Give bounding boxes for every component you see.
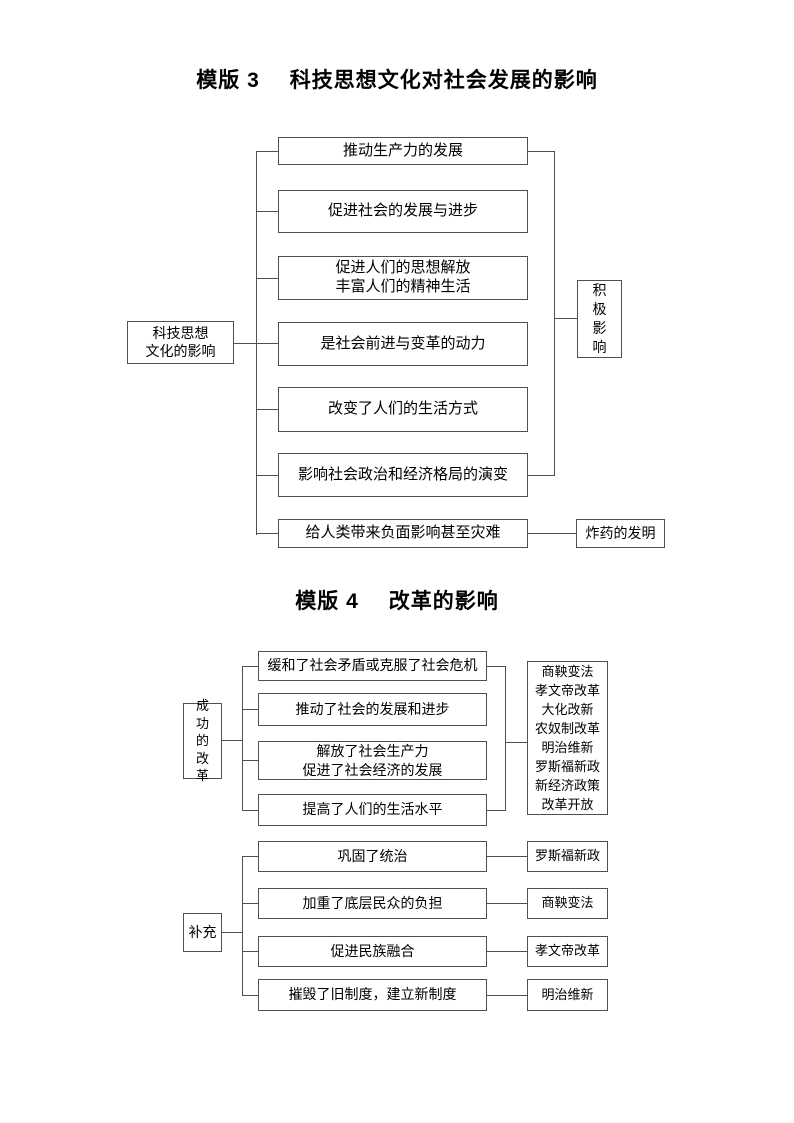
- d1-branch-box-4: 是社会前进与变革的动力: [278, 322, 528, 366]
- d2-supplement-root-box: 补充: [183, 913, 222, 952]
- d2-supplement-effect-box-4: 摧毁了旧制度，建立新制度: [258, 979, 487, 1011]
- connector-line: [242, 856, 243, 996]
- connector-line: [487, 903, 527, 904]
- list-line: 商鞅变法: [541, 664, 594, 679]
- list-line: 大化改新: [541, 702, 594, 717]
- connector-line: [528, 533, 576, 534]
- template3-title-prefix: 模版 3: [196, 69, 260, 92]
- d1-negative-example-box: 炸药的发明: [576, 519, 665, 548]
- connector-line: [487, 810, 506, 811]
- d1-positive-effect-label: 积极影响: [592, 282, 607, 355]
- template4-title: 模版 4 改革的影响: [0, 585, 794, 615]
- d1-branch-box-2: 促进社会的发展与进步: [278, 190, 528, 233]
- d2-supplement-example-box-4: 明治维新: [527, 979, 608, 1011]
- list-line: 改革开放: [541, 797, 594, 812]
- connector-line: [487, 666, 506, 667]
- d1-branch-box-7: 给人类带来负面影响甚至灾难: [278, 519, 528, 548]
- d2-supplement-effect-box-3: 促进民族融合: [258, 936, 487, 967]
- connector-line: [242, 760, 258, 761]
- connector-line: [242, 856, 258, 857]
- list-line: 孝文帝改革: [534, 683, 600, 698]
- connector-line: [256, 475, 278, 476]
- d2-success-branch-box-4: 提高了人们的生活水平: [258, 794, 487, 826]
- connector-line: [242, 666, 243, 811]
- list-line: 明治维新: [541, 740, 594, 755]
- list-line: 农奴制改革: [534, 721, 600, 736]
- template3-title-text: 科技思想文化对社会发展的影响: [289, 69, 598, 92]
- d2-supplement-example-box-1: 罗斯福新政: [527, 841, 608, 872]
- connector-line: [242, 810, 258, 811]
- template4-title-prefix: 模版 4: [295, 590, 359, 613]
- d1-branch-box-6: 影响社会政治和经济格局的演变: [278, 453, 528, 497]
- connector-line: [554, 151, 555, 476]
- d1-branch-box-1: 推动生产力的发展: [278, 137, 528, 165]
- template3-title: 模版 3 科技思想文化对社会发展的影响: [0, 64, 794, 94]
- connector-line: [256, 211, 278, 212]
- d2-reform-examples-box: 商鞅变法孝文帝改革大化改新农奴制改革明治维新罗斯福新政新经济政策改革开放: [527, 661, 608, 815]
- d2-success-root-label: 成功的改革: [195, 698, 209, 784]
- connector-line: [528, 151, 555, 152]
- d1-positive-effect-box: 积极影响: [577, 280, 622, 358]
- connector-line: [242, 951, 258, 952]
- connector-line: [528, 475, 555, 476]
- connector-line: [487, 856, 527, 857]
- connector-line: [256, 278, 278, 279]
- connector-line: [234, 343, 278, 344]
- connector-line: [242, 903, 258, 904]
- connector-line: [242, 666, 258, 667]
- d2-success-branch-box-1: 缓和了社会矛盾或克服了社会危机: [258, 651, 487, 681]
- connector-line: [256, 151, 278, 152]
- d2-supplement-effect-box-2: 加重了底层民众的负担: [258, 888, 487, 919]
- connector-line: [256, 409, 278, 410]
- connector-line: [222, 740, 242, 741]
- connector-line: [222, 932, 242, 933]
- d2-success-root-box: 成功的改革: [183, 698, 222, 783]
- d1-branch-box-3: 促进人们的思想解放 丰富人们的精神生活: [278, 256, 528, 300]
- connector-line: [505, 666, 506, 811]
- connector-line: [242, 995, 258, 996]
- list-line: 新经济政策: [534, 778, 600, 793]
- connector-line: [242, 709, 258, 710]
- connector-line: [487, 995, 527, 996]
- d1-branch-box-5: 改变了人们的生活方式: [278, 387, 528, 432]
- d2-supplement-example-box-2: 商鞅变法: [527, 888, 608, 919]
- connector-line: [256, 533, 278, 534]
- d2-success-branch-box-3: 解放了社会生产力 促进了社会经济的发展: [258, 741, 487, 780]
- connector-line: [555, 318, 577, 319]
- list-line: 罗斯福新政: [534, 759, 600, 774]
- connector-line: [506, 742, 527, 743]
- d2-supplement-example-box-3: 孝文帝改革: [527, 936, 608, 967]
- d2-success-branch-box-2: 推动了社会的发展和进步: [258, 693, 487, 726]
- d1-root-box: 科技思想 文化的影响: [127, 321, 234, 364]
- template4-title-text: 改革的影响: [388, 590, 499, 613]
- d2-supplement-effect-box-1: 巩固了统治: [258, 841, 487, 872]
- connector-line: [487, 951, 527, 952]
